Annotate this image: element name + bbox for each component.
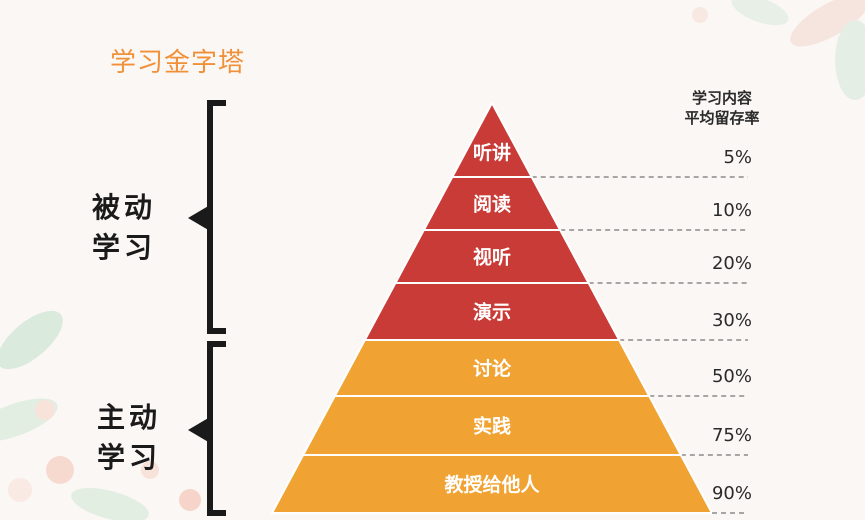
active-label-line1: 主动 — [97, 401, 162, 434]
retention-rate-3: 20% — [712, 253, 752, 274]
level-label-1: 听讲 — [473, 141, 511, 164]
active-bracket — [188, 341, 226, 516]
level-label-2: 阅读 — [473, 193, 511, 216]
passive-bracket — [188, 100, 226, 334]
retention-rate-4: 30% — [712, 310, 752, 331]
retention-rate-5: 50% — [712, 366, 752, 387]
retention-rate-2: 10% — [712, 200, 752, 221]
active-learning-label: 主动 学习 — [97, 398, 161, 478]
pyramid-level-1 — [450, 100, 534, 178]
passive-label-line1: 被动 — [92, 191, 157, 224]
retention-rate-1: 5% — [723, 147, 752, 168]
retention-header-line2: 平均留存率 — [684, 109, 760, 127]
passive-learning-label: 被动 学习 — [92, 188, 156, 268]
retention-header-line1: 学习内容 — [691, 89, 752, 107]
level-label-7: 教授给他人 — [444, 473, 540, 496]
level-label-4: 演示 — [473, 301, 511, 324]
retention-header: 学习内容 平均留存率 — [672, 88, 772, 128]
level-label-5: 讨论 — [473, 357, 512, 380]
level-label-6: 实践 — [473, 415, 511, 438]
active-label-line2: 学习 — [97, 441, 162, 474]
retention-rate-6: 75% — [712, 425, 752, 446]
level-label-3: 视听 — [473, 246, 511, 269]
passive-label-line2: 学习 — [92, 231, 157, 264]
retention-rate-7: 90% — [712, 483, 752, 504]
page-title: 学习金字塔 — [110, 48, 246, 78]
